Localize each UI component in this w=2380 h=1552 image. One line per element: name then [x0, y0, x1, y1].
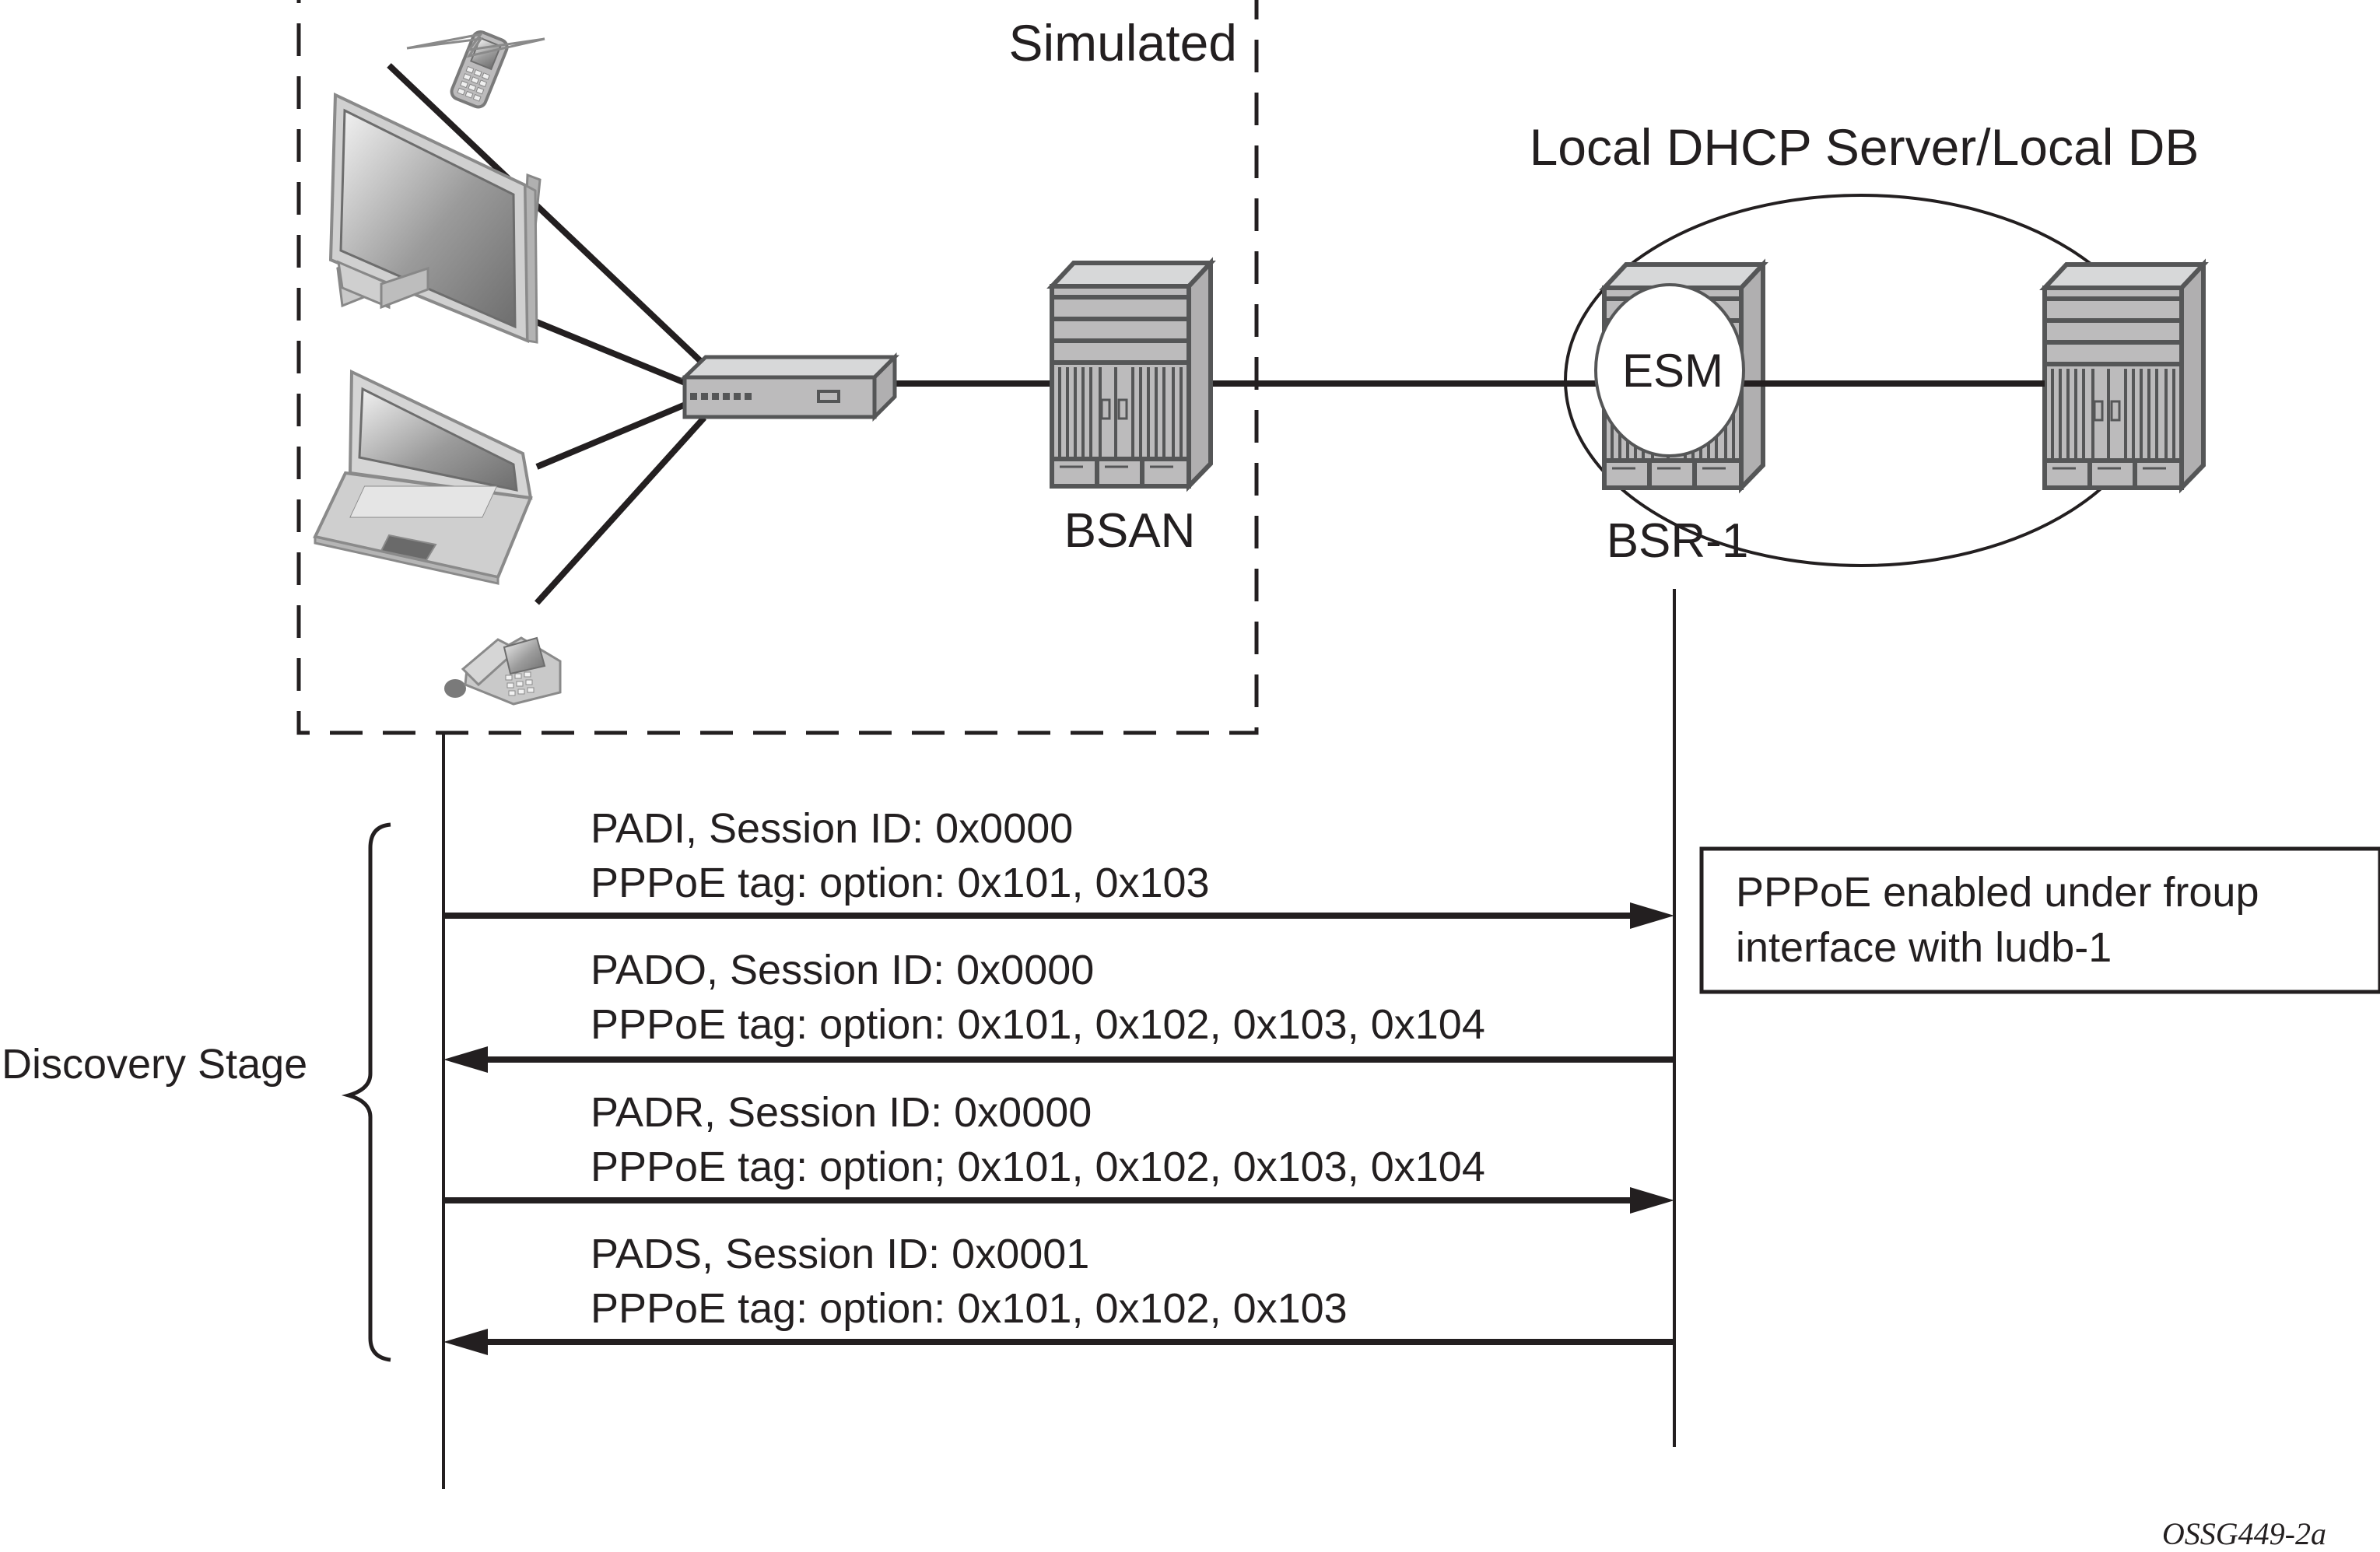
discovery-stage-brace [341, 822, 391, 1362]
desktop-monitor-icon [328, 92, 542, 344]
message-padr-line-1: PADR, Session ID: 0x0000 [591, 1089, 1092, 1136]
note-line-2: interface with ludb-1 [1736, 924, 2112, 971]
arrowhead-right-icon [1630, 902, 1674, 929]
access-switch-icon [679, 352, 900, 422]
message-padi-line-2: PPPoE tag: option: 0x101, 0x103 [591, 860, 1210, 906]
esm-label: ESM [1622, 345, 1723, 397]
link-desk-phone [535, 415, 706, 605]
message-pads: PADS, Session ID: 0x0001 PPPoE tag: opti… [443, 1231, 1674, 1355]
message-pado: PADO, Session ID: 0x0000 PPPoE tag: opti… [443, 947, 1674, 1073]
arrowhead-left-icon [443, 1046, 488, 1073]
message-padr: PADR, Session ID: 0x0000 PPPoE tag: opti… [443, 1089, 1674, 1214]
arrowhead-left-icon [443, 1329, 488, 1355]
message-padi-line-1: PADI, Session ID: 0x0000 [591, 805, 1073, 852]
figure-id: OSSG449-2a [2162, 1516, 2326, 1551]
link-desktop [528, 316, 706, 394]
server-group-label: Local DHCP Server/Local DB [1530, 118, 2199, 176]
message-pado-line-1: PADO, Session ID: 0x0000 [591, 947, 1094, 993]
link-mobile [387, 63, 714, 374]
laptop-icon [313, 369, 533, 585]
desk-phone-icon [444, 636, 562, 706]
remote-router-icon [2045, 265, 2203, 488]
message-pads-line-1: PADS, Session ID: 0x0001 [591, 1231, 1089, 1277]
bsan-label: BSAN [1064, 504, 1196, 558]
bsr1-label: BSR-1 [1607, 514, 1749, 568]
message-padr-line-2: PPPoE tag: option; 0x101, 0x102, 0x103, … [591, 1144, 1485, 1190]
bsan-router-icon [1052, 263, 1211, 486]
note-line-1: PPPoE enabled under froup [1736, 869, 2259, 916]
wireless-signal-icon [406, 32, 545, 58]
message-padi: PADI, Session ID: 0x0000 PPPoE tag: opti… [443, 805, 1674, 929]
esm-circle [1594, 283, 1745, 457]
discovery-stage-label: Discovery Stage [2, 1041, 307, 1088]
simulated-boundary-box [296, 0, 1259, 735]
link-laptop [535, 395, 702, 470]
note-box [1699, 846, 2380, 994]
simulated-title: Simulated [1009, 14, 1238, 72]
message-pado-line-2: PPPoE tag: option: 0x101, 0x102, 0x103, … [591, 1001, 1485, 1048]
arrowhead-right-icon [1630, 1187, 1674, 1214]
message-pads-line-2: PPPoE tag: option: 0x101, 0x102, 0x103 [591, 1285, 1348, 1332]
